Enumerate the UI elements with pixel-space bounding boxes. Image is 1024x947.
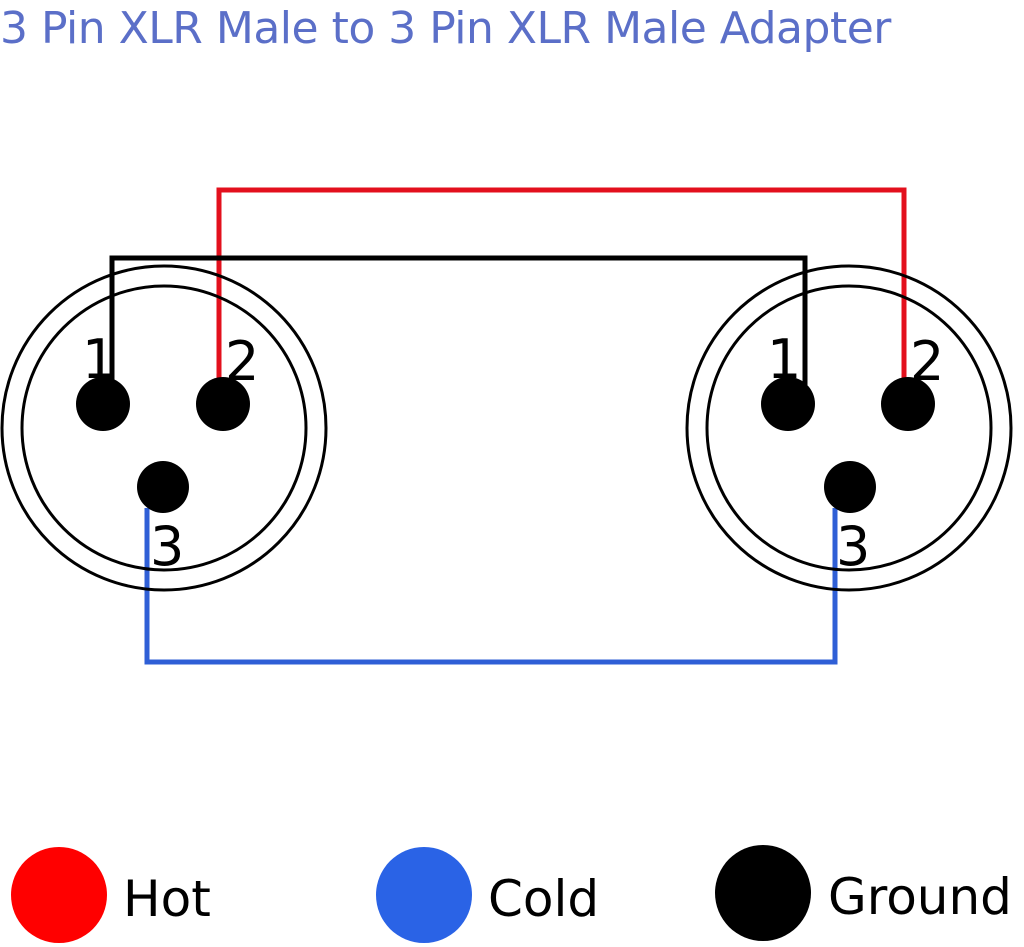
- pin-1: [76, 377, 130, 431]
- pin-label-1: 1: [767, 328, 801, 391]
- diagram-title: 3 Pin XLR Male to 3 Pin XLR Male Adapter: [0, 3, 891, 54]
- pin-3: [137, 461, 189, 513]
- legend-label-ground: Ground: [828, 868, 1012, 926]
- legend-swatch-hot: [11, 847, 107, 943]
- pin-1: [761, 377, 815, 431]
- pin-label-2: 2: [225, 330, 259, 393]
- right-xlr-connector: 1 2 3: [685, 264, 1013, 592]
- pin-label-2: 2: [910, 330, 944, 393]
- wire-pin2-hot: [216, 187, 907, 380]
- connector-outer-ring: [0, 264, 328, 592]
- pin-label-3: 3: [836, 515, 870, 578]
- connector-inner-ring: [705, 284, 993, 572]
- legend-swatch-cold: [376, 847, 472, 943]
- connector-inner-ring: [20, 284, 308, 572]
- pin-label-1: 1: [82, 328, 116, 391]
- legend-swatch-ground: [715, 845, 811, 941]
- pin-2: [881, 377, 935, 431]
- pin-2: [196, 377, 250, 431]
- pin-label-3: 3: [150, 515, 184, 578]
- legend-label-hot: Hot: [123, 870, 211, 928]
- left-xlr-connector: 1 2 3: [0, 264, 328, 592]
- legend-label-cold: Cold: [488, 870, 599, 928]
- legend: Hot Cold Ground: [11, 845, 1012, 943]
- wire-pin1-ground: [109, 255, 808, 385]
- pin-3: [824, 461, 876, 513]
- connector-outer-ring: [685, 264, 1013, 592]
- wire-pin3-cold: [144, 508, 838, 665]
